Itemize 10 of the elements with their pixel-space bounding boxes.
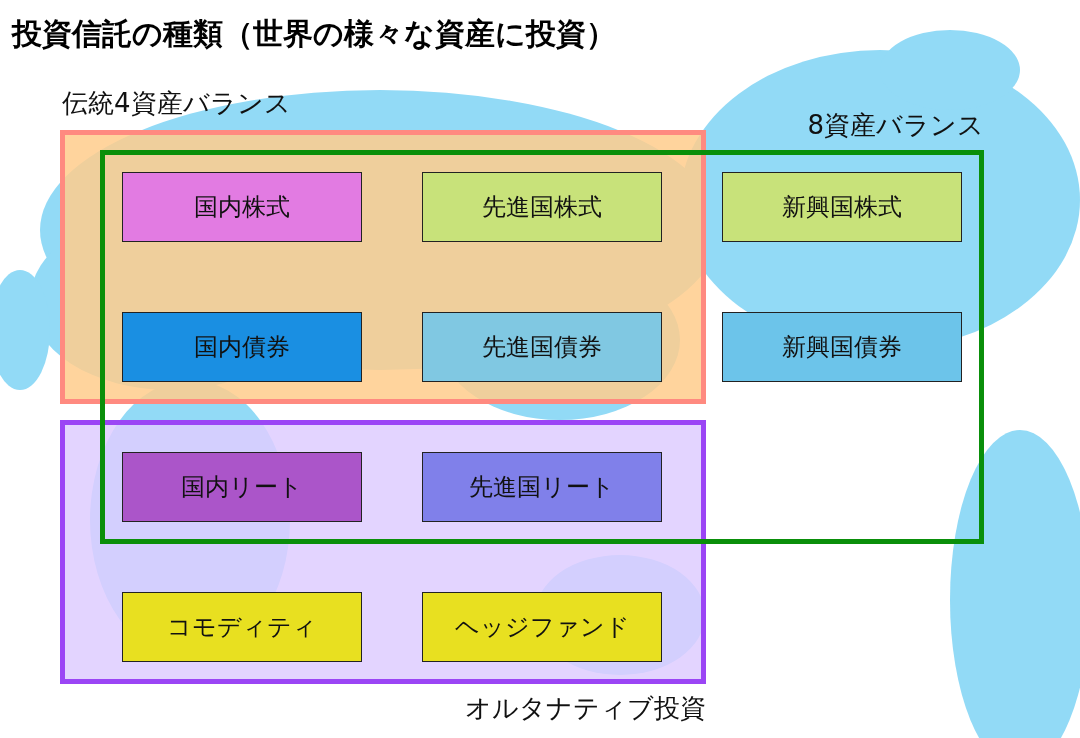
- title: 投資信託の種類（世界の様々な資産に投資）: [12, 15, 616, 53]
- asset-box: 先進国リート: [422, 452, 662, 522]
- asset-box: 新興国債券: [722, 312, 962, 382]
- group-heading: オルタナティブ投資: [465, 692, 706, 725]
- group-heading: 8資産バランス: [807, 109, 984, 142]
- asset-box: コモディティ: [122, 592, 362, 662]
- asset-box: 国内リート: [122, 452, 362, 522]
- group-heading: 伝統4資産バランス: [62, 87, 291, 120]
- asset-box: ヘッジファンド: [422, 592, 662, 662]
- asset-box: 新興国株式: [722, 172, 962, 242]
